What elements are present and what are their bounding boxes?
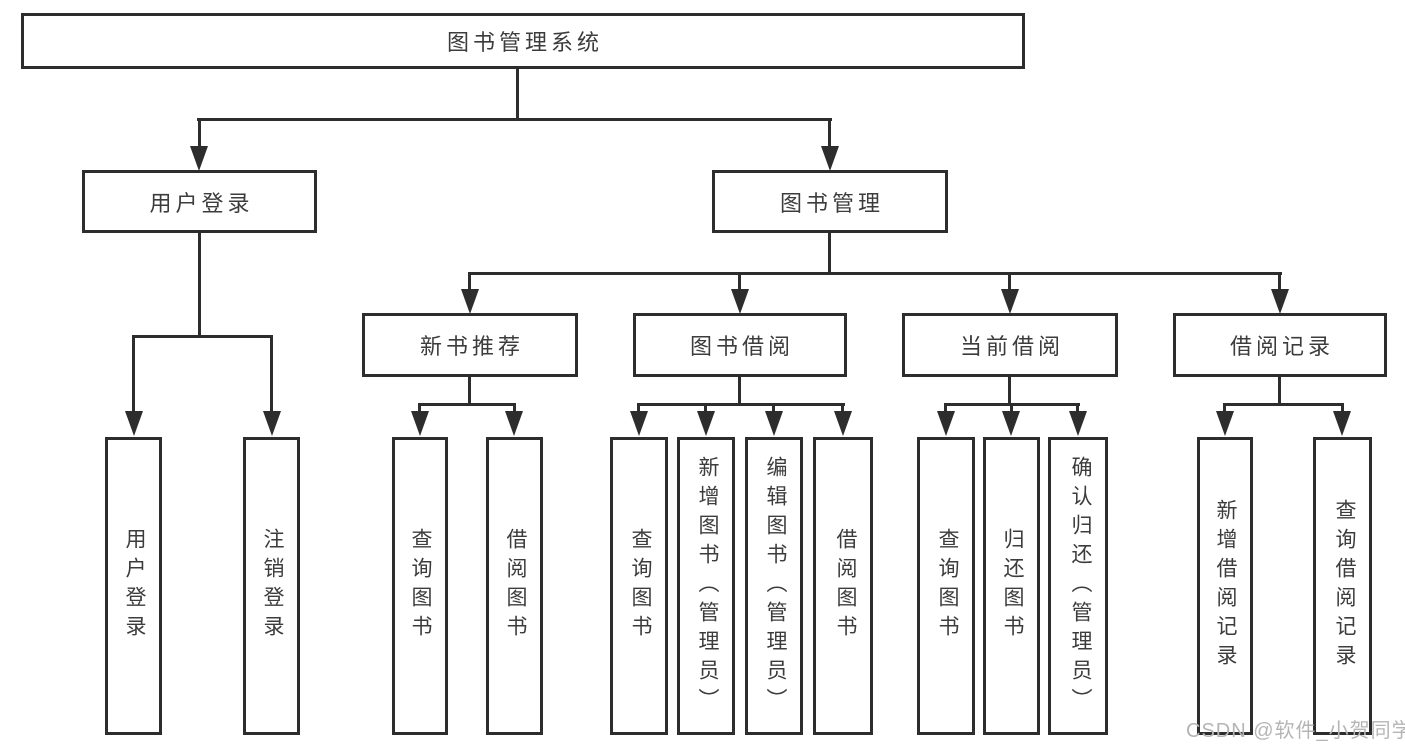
connector-vline: [1341, 403, 1344, 412]
connector-vline: [637, 403, 640, 412]
connector-vline: [513, 403, 516, 412]
connector-vline: [468, 377, 471, 406]
arrow-down-icon: [1271, 289, 1289, 314]
arrow-down-icon: [190, 146, 208, 171]
connector-vline: [418, 403, 421, 412]
arrow-down-icon: [630, 411, 648, 436]
connector-hline: [1223, 403, 1344, 406]
connector-vline: [1278, 377, 1281, 406]
node-user-login: 用户登录: [82, 170, 317, 233]
arrow-down-icon: [1001, 289, 1019, 314]
arrow-down-icon: [505, 411, 523, 436]
connector-hline: [197, 118, 832, 121]
connector-vline: [772, 403, 775, 412]
connector-vline: [841, 403, 844, 412]
connector-vline: [132, 335, 135, 412]
connector-vline: [270, 335, 273, 412]
connector-vline: [198, 118, 201, 147]
node-current-borrowing: 当前借阅: [902, 313, 1118, 377]
leaf-add-borrow-record: 新增借阅记录: [1197, 437, 1253, 735]
connector-vline: [1223, 403, 1226, 412]
leaf-logout: 注销登录: [243, 437, 300, 735]
leaf-borrow-books-2: 借阅图书: [813, 437, 873, 735]
arrow-down-icon: [461, 289, 479, 314]
node-library-management-system: 图书管理系统: [21, 13, 1025, 69]
node-new-book-recommend: 新书推荐: [362, 313, 578, 377]
arrow-down-icon: [697, 411, 715, 436]
arrow-down-icon: [937, 411, 955, 436]
arrow-down-icon: [263, 411, 281, 436]
connector-vline: [1076, 403, 1079, 412]
connector-vline: [828, 233, 831, 275]
connector-vline: [828, 118, 831, 147]
leaf-query-books-3: 查询图书: [917, 437, 975, 735]
arrow-down-icon: [411, 411, 429, 436]
arrow-down-icon: [1216, 411, 1234, 436]
leaf-query-books-2: 查询图书: [610, 437, 668, 735]
node-book-borrowing: 图书借阅: [633, 313, 847, 377]
arrow-down-icon: [125, 411, 143, 436]
arrow-down-icon: [765, 411, 783, 436]
connector-vline: [704, 403, 707, 412]
arrow-down-icon: [1069, 411, 1087, 436]
leaf-confirm-return-admin: 确认归还（管理员）: [1048, 437, 1108, 735]
arrow-down-icon: [834, 411, 852, 436]
leaf-user-login: 用户登录: [105, 437, 162, 735]
watermark: CSDN @软件_小贺同学: [1186, 720, 1405, 742]
connector-vline: [738, 377, 741, 406]
connector-hline: [418, 403, 516, 406]
connector-vline: [1008, 272, 1011, 290]
connector-hline: [468, 272, 1282, 275]
leaf-return-books: 归还图书: [983, 437, 1040, 735]
connector-vline: [1010, 403, 1013, 412]
leaf-query-borrow-record: 查询借阅记录: [1313, 437, 1372, 735]
connector-vline: [1278, 272, 1281, 290]
connector-vline: [198, 233, 201, 338]
node-book-management: 图书管理: [712, 170, 948, 233]
leaf-edit-book-admin: 编辑图书（管理员）: [745, 437, 803, 735]
connector-vline: [516, 68, 519, 121]
arrow-down-icon: [731, 289, 749, 314]
leaf-query-books-1: 查询图书: [392, 437, 448, 735]
connector-hline: [132, 335, 273, 338]
connector-vline: [1008, 377, 1011, 406]
connector-vline: [468, 272, 471, 290]
connector-hline: [637, 403, 845, 406]
arrow-down-icon: [821, 146, 839, 171]
connector-vline: [944, 403, 947, 412]
leaf-borrow-books-1: 借阅图书: [486, 437, 543, 735]
arrow-down-icon: [1333, 411, 1351, 436]
arrow-down-icon: [1002, 411, 1020, 436]
leaf-add-book-admin: 新增图书（管理员）: [677, 437, 735, 735]
connector-vline: [738, 272, 741, 290]
node-borrowing-records: 借阅记录: [1173, 313, 1387, 377]
